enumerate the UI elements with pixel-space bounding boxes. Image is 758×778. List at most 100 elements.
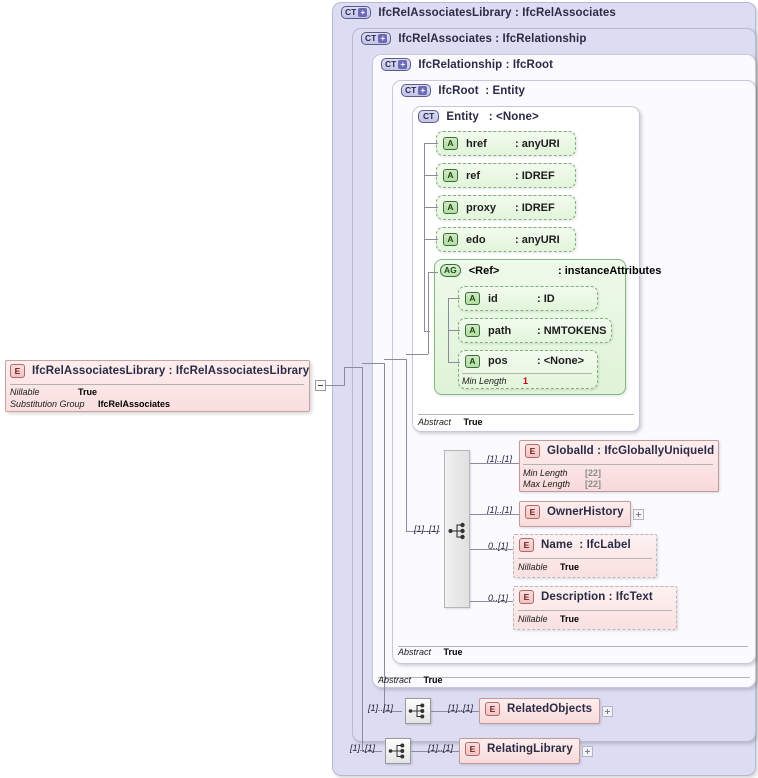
complextype-header-ifcrelassociates: CT+ IfcRelAssociates : IfcRelationship (361, 32, 586, 45)
element-ownerhistory-header: E OwnerHistory (525, 505, 624, 519)
connector (384, 363, 385, 711)
root-element-collapse-toggle[interactable] (315, 380, 326, 391)
root-element-header: E IfcRelAssociatesLibrary : IfcRelAssoci… (10, 364, 309, 378)
connector (424, 207, 438, 208)
element-cardinality-ownerhistory: [1]..[1] (487, 505, 513, 515)
attribute-edo[interactable]: A edo : anyURI (436, 227, 576, 252)
complextype-header-ifcrelassociateslibrary: CT+ IfcRelAssociatesLibrary : IfcRelAsso… (341, 6, 616, 19)
cardinality-sequence-relatedobjects: [1]..[1] (368, 703, 394, 713)
connector (424, 175, 438, 176)
connector (424, 239, 438, 240)
element-description[interactable] (513, 586, 677, 630)
attribute-href[interactable]: A href : anyURI (436, 131, 576, 156)
sequence-icon (408, 703, 425, 719)
element-badge-icon: E (465, 742, 480, 756)
connector (362, 363, 384, 364)
cardinality-sequence-relatinglibrary: [1]..[1] (350, 743, 376, 753)
connector (384, 359, 406, 360)
sequence-icon (448, 522, 465, 540)
root-property-nillable: Nillable True (10, 387, 98, 397)
attribute-badge-icon: A (443, 201, 458, 214)
connector (448, 362, 460, 363)
attribute-badge-icon: A (443, 137, 458, 150)
connector (424, 143, 425, 331)
attribute-badge-icon: A (465, 355, 480, 368)
ct-badge-icon: CT (418, 110, 440, 123)
element-name[interactable] (513, 534, 657, 578)
ct-badge-icon[interactable]: CT+ (341, 6, 372, 19)
connector (470, 514, 519, 515)
attribute-pos[interactable]: A pos : <None> (458, 350, 598, 389)
connector (406, 359, 407, 531)
element-globalid-header: E GlobalId : IfcGloballyUniqueId (525, 444, 714, 458)
connector (428, 272, 438, 273)
element-relatinglibrary-header: E RelatingLibrary (465, 742, 573, 756)
attribute-badge-icon: A (465, 324, 480, 337)
facet-nillable-name: Nillable True (518, 562, 580, 572)
connector (431, 711, 479, 712)
connector (411, 751, 459, 752)
connector (362, 367, 363, 751)
attribute-path[interactable]: A path : NMTOKENS (458, 318, 612, 343)
element-badge-icon: E (519, 590, 534, 604)
connector (428, 272, 429, 354)
sequence-icon (388, 743, 405, 759)
element-badge-icon: E (519, 538, 534, 552)
facet-max-length-globalid: Max Length [22] (523, 479, 602, 489)
divider (418, 414, 634, 415)
root-property-substitution-group: Substitution Group IfcRelAssociates (10, 399, 171, 409)
divider (462, 373, 592, 374)
sequence-cardinality: [1]..[1] (414, 524, 440, 534)
divider (378, 677, 750, 678)
facet-nillable-description: Nillable True (518, 614, 580, 624)
divider (518, 610, 672, 611)
connector (470, 463, 519, 464)
attribute-badge-icon: A (465, 292, 480, 305)
root-element-ifcrelassociateslibrary[interactable] (5, 360, 310, 412)
attribute-badge-icon: A (443, 233, 458, 246)
element-cardinality-globalid: [1]..[1] (487, 454, 513, 464)
cardinality-relatinglibrary: [1]..[1] (428, 743, 454, 753)
connector (344, 367, 362, 368)
element-badge-icon: E (525, 505, 540, 519)
element-cardinality-name: 0..[1] (488, 541, 509, 551)
attribute-ref[interactable]: A ref : IDREF (436, 163, 576, 188)
divider (523, 464, 713, 465)
connector (406, 354, 428, 355)
divider (398, 646, 748, 647)
element-globalid[interactable] (519, 440, 719, 492)
connector (384, 711, 402, 712)
attribute-badge-icon: A (443, 169, 458, 182)
element-expand-relatinglibrary[interactable] (582, 746, 593, 757)
connector (362, 751, 382, 752)
complextype-header-ifcrelationship: CT+ IfcRelationship : IfcRoot (381, 58, 553, 71)
ct-badge-icon[interactable]: CT+ (361, 32, 392, 45)
cardinality-relatedobjects: [1]..[1] (448, 703, 474, 713)
connector (406, 531, 440, 532)
element-badge-icon: E (525, 444, 540, 458)
connector (448, 330, 460, 331)
element-expand-ownerhistory[interactable] (633, 509, 644, 520)
attribute-id[interactable]: A id : ID (458, 286, 598, 311)
connector (448, 298, 460, 299)
ct-badge-icon[interactable]: CT+ (401, 84, 432, 97)
abstract-footer-entity: Abstract True (418, 417, 483, 427)
facet-min-length-globalid: Min Length [22] (523, 468, 602, 478)
divider (10, 384, 304, 385)
element-cardinality-description: 0..[1] (488, 593, 509, 603)
facet-min-length-pos: Min Length 1 (462, 376, 529, 386)
element-badge-icon: E (485, 702, 500, 716)
abstract-footer-ifcrelationship: Abstract True (378, 675, 443, 685)
element-expand-relatedobjects[interactable] (602, 706, 613, 717)
attribute-proxy[interactable]: A proxy : IDREF (436, 195, 576, 220)
divider (518, 558, 652, 559)
connector (424, 331, 430, 332)
element-relatedobjects-header: E RelatedObjects (485, 702, 592, 716)
complextype-header-entity: CT Entity : <None> (418, 110, 539, 123)
element-badge-icon: E (10, 364, 25, 378)
complextype-header-ifcroot: CT+ IfcRoot : Entity (401, 84, 525, 97)
element-description-header: E Description : IfcText (519, 590, 653, 604)
connector (470, 549, 513, 550)
ct-badge-icon[interactable]: CT+ (381, 58, 412, 71)
abstract-footer-ifcroot: Abstract True (398, 647, 463, 657)
